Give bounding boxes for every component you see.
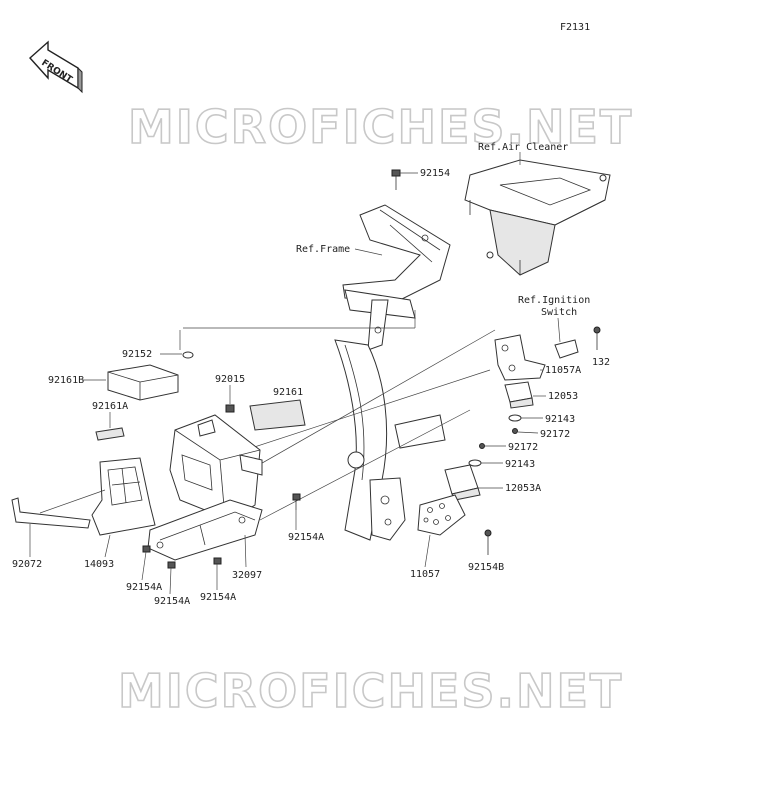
part-92161A: 92161A [92,401,128,412]
band-92072 [11,497,91,529]
part-92143-b: 92143 [505,459,535,470]
ref-air-cleaner-label: Ref.Air Cleaner [478,142,568,153]
watermark-top: MICROFICHES.NET [128,100,633,154]
rubber-12053 [504,381,534,409]
watermark-bottom: MICROFICHES.NET [118,664,623,718]
part-11057: 11057 [410,569,440,580]
part-92154-top: 92154 [420,168,450,179]
part-14093: 14093 [84,559,114,570]
part-92015: 92015 [215,374,245,385]
bolt-92154-top [391,169,401,190]
bracket-11057 [417,494,466,536]
bolt-132 [593,326,601,350]
battery-case [169,414,263,521]
rubber-12053A [444,464,481,501]
holder-14093 [91,457,156,536]
tray-32097 [147,499,263,561]
frame-illustration [334,204,451,541]
part-92152: 92152 [122,349,152,360]
part-92161: 92161 [273,387,303,398]
part-92161B: 92161B [48,375,84,386]
air-cleaner-illustration [464,159,611,276]
bolt-92154A-2 [167,561,176,569]
part-92154A-3: 92154A [200,592,236,603]
ref-ignition-label-2: Switch [541,307,577,318]
part-92154A-mid: 92154A [288,532,324,543]
part-132: 132 [592,357,610,368]
ref-frame-label: Ref.Frame [296,244,350,255]
bolt-92154A-3 [213,557,222,565]
part-92172-b: 92172 [508,442,538,453]
bolt-92154A-1 [142,545,151,553]
part-92154A-2: 92154A [154,596,190,607]
bracket-11057A [494,334,579,381]
pad-92161B [107,364,179,401]
ref-ignition-label-1: Ref.Ignition [518,295,590,306]
part-92172-a: 92172 [540,429,570,440]
part-92154A-1: 92154A [126,582,162,593]
part-12053: 12053 [548,391,578,402]
diagram-code: F2131 [560,22,590,33]
front-arrow-icon: FRONT [29,40,83,94]
part-12053A: 12053A [505,483,541,494]
part-32097: 32097 [232,570,262,581]
part-92072: 92072 [12,559,42,570]
part-11057A: 11057A [545,365,581,376]
part-92154B: 92154B [468,562,504,573]
bolt-92154B [484,529,492,555]
part-92143-a: 92143 [545,414,575,425]
bolt-92154A-mid [292,493,301,510]
